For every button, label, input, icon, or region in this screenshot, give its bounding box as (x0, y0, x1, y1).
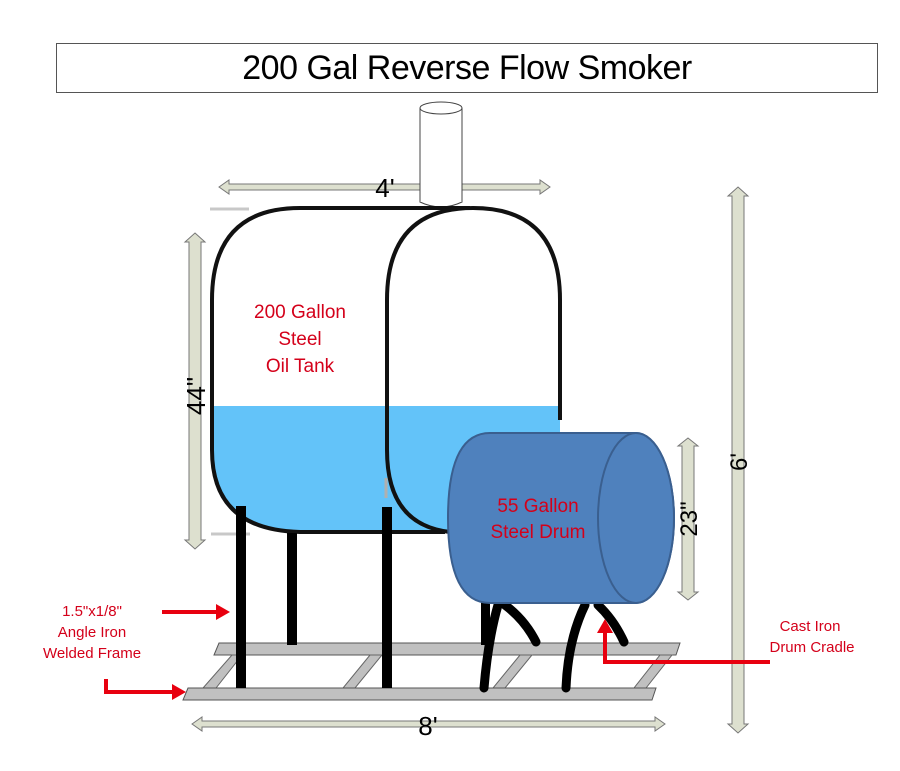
dim-arrow-8ft: 8' (191, 711, 666, 741)
oil-tank-end-cap (385, 205, 562, 534)
drum-cradle (479, 600, 629, 693)
svg-text:Steel Drum: Steel Drum (490, 522, 585, 543)
svg-text:Cast Iron: Cast Iron (780, 618, 841, 635)
drum-label: 55 Gallon Steel Drum (490, 496, 585, 543)
cradle-label: Cast Iron Drum Cradle (769, 618, 854, 656)
svg-text:Steel: Steel (278, 329, 321, 350)
dim-arrow-6ft: 6' (726, 186, 753, 734)
diagram-title: 200 Gal Reverse Flow Smoker (242, 48, 692, 87)
dim-arrow-23in: 23" (676, 437, 703, 601)
dim-label-8ft: 8' (418, 711, 437, 741)
steel-drum (446, 432, 675, 604)
dim-label-23in: 23" (676, 501, 703, 536)
angle-iron-frame (182, 642, 681, 701)
tank-label: 200 Gallon Steel Oil Tank (254, 302, 346, 377)
cradle-pointer-arrow (597, 619, 770, 664)
svg-text:Oil Tank: Oil Tank (266, 356, 335, 377)
dim-label-44in: 44" (181, 377, 211, 415)
svg-text:Welded Frame: Welded Frame (43, 645, 141, 662)
svg-text:1.5"x1/8": 1.5"x1/8" (62, 603, 122, 620)
dim-arrow-44in: 44" (181, 232, 211, 550)
dim-label-4ft: 4' (375, 173, 394, 203)
tank-legs (236, 506, 490, 688)
svg-text:200 Gallon: 200 Gallon (254, 302, 346, 323)
svg-text:55 Gallon: 55 Gallon (497, 496, 578, 517)
svg-text:Angle Iron: Angle Iron (58, 624, 126, 641)
oil-tank-body (210, 206, 470, 534)
frame-pointer-arrows (104, 604, 230, 700)
frame-label: 1.5"x1/8" Angle Iron Welded Frame (43, 603, 141, 662)
svg-text:Drum Cradle: Drum Cradle (769, 639, 854, 656)
title-box: 200 Gal Reverse Flow Smoker (56, 43, 878, 93)
dim-arrow-4ft: 4' (218, 173, 551, 203)
dim-label-6ft: 6' (726, 453, 753, 471)
